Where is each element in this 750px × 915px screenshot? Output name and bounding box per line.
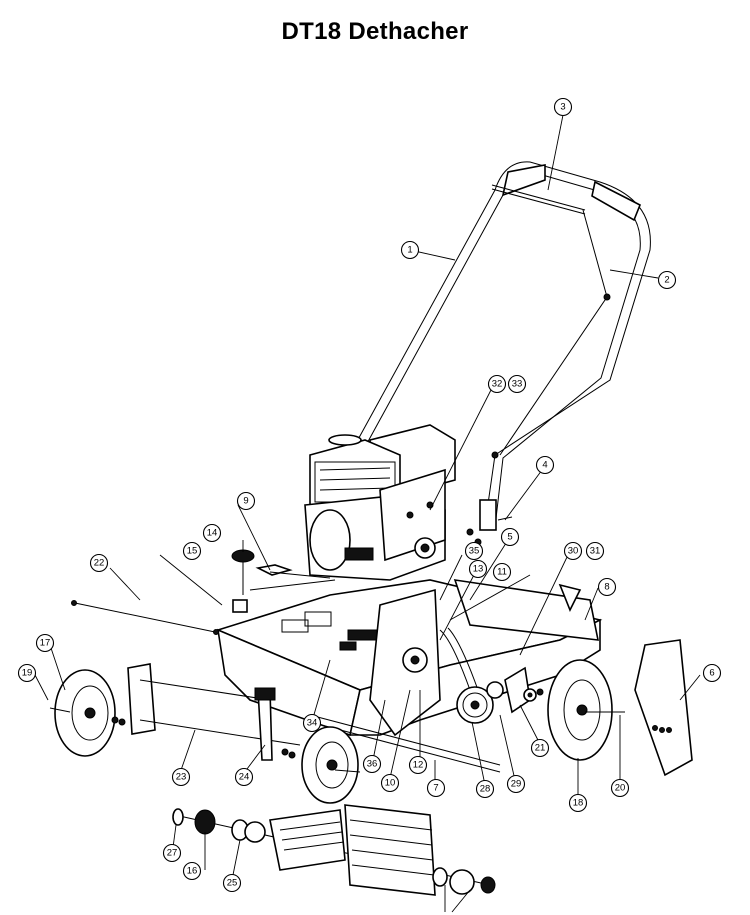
callout-1: 1 <box>400 240 420 260</box>
svg-text:14: 14 <box>207 528 218 539</box>
svg-text:1: 1 <box>407 245 412 256</box>
svg-text:15: 15 <box>187 546 198 557</box>
callout-24: 24 <box>234 767 254 787</box>
callout-16: 16 <box>182 861 202 881</box>
svg-text:21: 21 <box>535 743 546 754</box>
svg-text:8: 8 <box>604 582 609 593</box>
side-shield <box>634 639 693 777</box>
callout-33: 33 <box>507 374 527 394</box>
callout-32: 32 <box>487 374 507 394</box>
blade-reel <box>172 804 496 896</box>
axle-frame <box>127 663 301 761</box>
svg-text:34: 34 <box>307 718 318 729</box>
svg-text:25: 25 <box>227 878 238 889</box>
svg-text:5: 5 <box>507 532 512 543</box>
svg-text:33: 33 <box>512 379 523 390</box>
wheel-left-front <box>281 726 361 804</box>
svg-text:20: 20 <box>615 783 626 794</box>
svg-text:31: 31 <box>590 546 601 557</box>
deck-frame <box>215 579 603 773</box>
callout-5: 5 <box>500 527 520 547</box>
callout-13: 13 <box>468 559 488 579</box>
callout-28: 28 <box>475 779 495 799</box>
callout-6: 6 <box>702 663 722 683</box>
callout-7: 7 <box>426 778 446 798</box>
wheel-right <box>536 659 625 761</box>
svg-text:3: 3 <box>560 102 565 113</box>
callout-23: 23 <box>171 767 191 787</box>
callout-35: 35 <box>464 541 484 561</box>
svg-text:10: 10 <box>385 778 396 789</box>
callout-3: 3 <box>553 97 573 117</box>
diagram-title: DT18 Dethacher <box>281 18 469 45</box>
callout-30: 30 <box>563 541 583 561</box>
svg-text:6: 6 <box>709 668 714 679</box>
svg-text:17: 17 <box>40 638 51 649</box>
svg-text:12: 12 <box>413 760 424 771</box>
svg-text:18: 18 <box>573 798 584 809</box>
callout-19: 19 <box>17 663 37 683</box>
svg-text:23: 23 <box>176 772 187 783</box>
callout-21: 21 <box>530 738 550 758</box>
callout-20: 20 <box>610 778 630 798</box>
callout-18: 18 <box>568 793 588 813</box>
svg-text:24: 24 <box>239 772 250 783</box>
leader-lines <box>34 114 701 913</box>
callout-25: 25 <box>222 873 242 893</box>
belt-drive <box>402 627 537 724</box>
svg-text:36: 36 <box>367 759 378 770</box>
callout-10: 10 <box>380 773 400 793</box>
callout-12: 12 <box>408 755 428 775</box>
height-adjust <box>231 549 336 613</box>
svg-text:4: 4 <box>542 460 547 471</box>
svg-text:19: 19 <box>22 668 33 679</box>
svg-text:13: 13 <box>473 564 484 575</box>
callout-2: 2 <box>657 270 677 290</box>
svg-text:2: 2 <box>664 275 669 286</box>
svg-text:32: 32 <box>492 379 503 390</box>
callout-11: 11 <box>492 562 512 582</box>
callout-31: 31 <box>585 541 605 561</box>
svg-text:9: 9 <box>243 496 248 507</box>
svg-text:7: 7 <box>433 783 438 794</box>
callout-9: 9 <box>236 491 256 511</box>
svg-text:16: 16 <box>187 866 198 877</box>
rod-22 <box>71 600 219 635</box>
callout-36: 36 <box>362 754 382 774</box>
svg-text:30: 30 <box>568 546 579 557</box>
wheel-left-rear <box>49 669 126 757</box>
callout-15: 15 <box>182 541 202 561</box>
svg-text:22: 22 <box>94 558 105 569</box>
svg-text:28: 28 <box>480 784 491 795</box>
svg-text:35: 35 <box>469 546 480 557</box>
callout-27: 27 <box>162 843 182 863</box>
callout-29: 29 <box>506 774 526 794</box>
svg-text:27: 27 <box>167 848 178 859</box>
callout-4: 4 <box>535 455 555 475</box>
handle-assembly <box>354 161 651 531</box>
engine <box>304 424 482 581</box>
svg-text:11: 11 <box>497 567 507 578</box>
callout-22: 22 <box>89 553 109 573</box>
svg-text:29: 29 <box>511 779 522 790</box>
callout-17: 17 <box>35 633 55 653</box>
callout-14: 14 <box>202 523 222 543</box>
callout-34: 34 <box>302 713 322 733</box>
callout-8: 8 <box>597 577 617 597</box>
